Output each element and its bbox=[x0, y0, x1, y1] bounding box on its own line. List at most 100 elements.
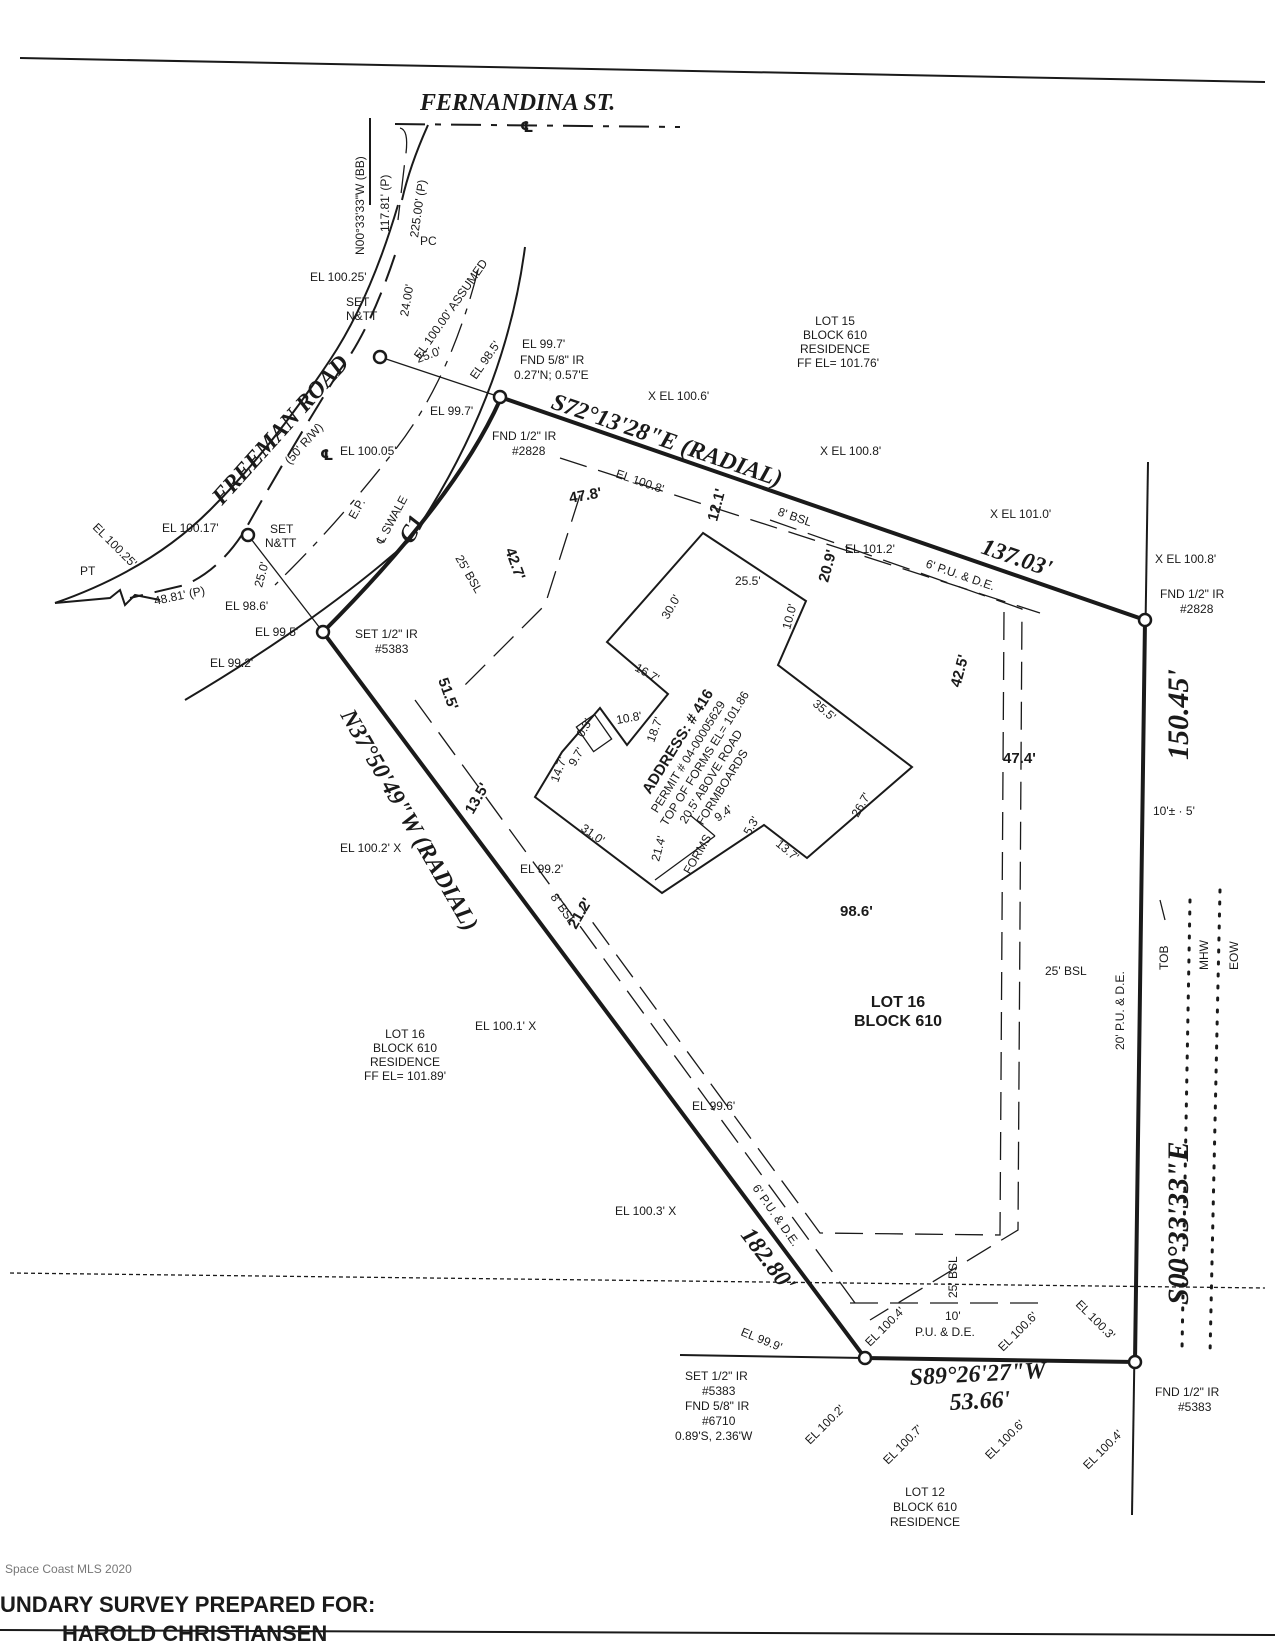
elev-e12: X EL 100.6' bbox=[648, 389, 709, 403]
elev-e26: EL 100.3' bbox=[1073, 1297, 1118, 1342]
bsl-25-east-label: 25' BSL bbox=[1045, 964, 1087, 978]
fernandina-arc bbox=[401, 124, 429, 201]
house-forms-outline bbox=[533, 531, 914, 895]
fnd-ne-bottom-label: FND 1/2" IR#2828 bbox=[492, 429, 557, 458]
survey-subtitle: HAROLD CHRISTIANSEN bbox=[62, 1621, 327, 1643]
porch-rect bbox=[575, 713, 613, 753]
elev-e23: EL 99.9' bbox=[739, 1325, 784, 1354]
mhw-label: MHW bbox=[1197, 939, 1211, 970]
set-ir-south-monument bbox=[857, 1350, 873, 1366]
elev-e5: EL 99.7' bbox=[430, 404, 473, 418]
elev-e30: EL 100.4' bbox=[1080, 1427, 1125, 1472]
dist-25b: 25.0' bbox=[251, 560, 271, 588]
south-boundary-bearing: S89°26'27"W bbox=[909, 1358, 1048, 1391]
elev-e16: EL 100.8' bbox=[614, 467, 666, 496]
elev-e29: EL 100.6' bbox=[982, 1417, 1027, 1462]
elev-e13: X EL 100.8' bbox=[820, 444, 881, 458]
elev-e18: EL 100.2' X bbox=[340, 841, 401, 855]
pc-label: PC bbox=[420, 234, 437, 248]
elev-e25: EL 100.6' bbox=[995, 1309, 1040, 1354]
fnd-se-label: FND 1/2" IR#5383 bbox=[1155, 1385, 1220, 1414]
freeman-centerline bbox=[129, 254, 396, 599]
house-dim-30-0: 30.0' bbox=[658, 592, 683, 621]
east-extension-line bbox=[1131, 461, 1149, 1516]
mls-watermark: Space Coast MLS 2020 bbox=[5, 1562, 132, 1576]
set-nail-nw-monument bbox=[372, 349, 388, 365]
eow-dotted-line bbox=[1208, 888, 1222, 1357]
east-boundary-bearing: S00°33'33"E bbox=[1162, 1141, 1195, 1305]
eow-label: EOW bbox=[1227, 941, 1241, 970]
bsl-25-south-label: 25' BSL bbox=[946, 1256, 960, 1298]
pud-10-south-label: 10'P.U. & D.E. bbox=[915, 1309, 975, 1339]
pt-label: PT bbox=[80, 564, 96, 578]
freeman-centerline-symbol: ℄ bbox=[320, 447, 333, 464]
mhw-dotted-line bbox=[1180, 898, 1192, 1352]
west-boundary-bearing: N37°50'49"W (RADIAL) bbox=[334, 704, 483, 935]
fnd-east-label: FND 1/2" IR#2828 bbox=[1160, 587, 1225, 616]
freeman-row-outer bbox=[54, 204, 399, 604]
elev-e21: EL 99.6' bbox=[692, 1099, 735, 1113]
fernandina-curve-dash bbox=[397, 127, 408, 221]
house-dim-21-4: 21.4' bbox=[648, 834, 668, 862]
elev-e11: EL 99.2' bbox=[210, 656, 253, 670]
radial-tie-south bbox=[247, 534, 324, 633]
bsl-8-north-label: 8' BSL bbox=[776, 505, 814, 530]
dist-117: 117.81' (P) bbox=[378, 175, 392, 232]
elev-e20: EL 100.1' X bbox=[475, 1019, 536, 1033]
house-dim-31-0: 31.0' bbox=[578, 821, 607, 847]
set-west-label: SET 1/2" IR#5383 bbox=[355, 627, 418, 656]
elev-e27: EL 100.2' bbox=[802, 1402, 847, 1447]
dim-42-7: 42.7' bbox=[501, 546, 528, 583]
elev-e4: EL 99.7' bbox=[522, 337, 565, 351]
water-offset-label: 10'± · 5' bbox=[1153, 804, 1195, 818]
elev-e10: EL 99.5' bbox=[255, 625, 298, 639]
elev-e15: X EL 100.8' bbox=[1155, 552, 1216, 566]
curve-c1-boundary bbox=[321, 399, 502, 634]
centerline-symbol: ℄ bbox=[520, 119, 533, 136]
north-boundary-bearing: S72°13'28"E (RADIAL) bbox=[548, 389, 786, 492]
house-dim-10-8: 10.8' bbox=[615, 709, 643, 727]
dist-24: 24.00' bbox=[397, 283, 416, 317]
elev-e19: EL 99.2' bbox=[520, 862, 563, 876]
forms-inner-line-2 bbox=[689, 814, 716, 837]
fernandina-street-label: FERNANDINA ST. bbox=[419, 90, 615, 116]
south-extension-line bbox=[679, 1354, 866, 1359]
pud-6-west-line bbox=[414, 699, 856, 1304]
bearing-north-cl: N00°33'33"W (BB) bbox=[353, 156, 367, 255]
pud-20-east-label: 20' P.U. & D.E. bbox=[1113, 971, 1127, 1050]
dim-12-1: 12.1' bbox=[704, 487, 729, 523]
dim-13-5: 13.5' bbox=[462, 780, 493, 817]
elev-e7: EL 100.17' bbox=[162, 521, 219, 535]
swale-line bbox=[274, 269, 479, 586]
house-dim-5-3: 5.3' bbox=[740, 814, 762, 837]
elev-e14: X EL 101.0' bbox=[990, 507, 1051, 521]
fnd-ir-east-monument bbox=[1137, 612, 1153, 628]
dim-51-5: 51.5' bbox=[434, 676, 461, 713]
ep-label: E.P. bbox=[345, 496, 368, 521]
house-dim-10-0: 10.0' bbox=[779, 602, 799, 630]
house-dim-25-5: 25.5' bbox=[735, 574, 761, 588]
elev-e9: EL 98.6' bbox=[225, 599, 268, 613]
south-boundary-distance: 53.66' bbox=[949, 1387, 1011, 1416]
house-dim-35-5: 35.5' bbox=[810, 697, 839, 724]
elev-e28: EL 100.7' bbox=[880, 1422, 925, 1467]
tob-label: TOB bbox=[1157, 946, 1171, 970]
dim-47-4: 47.4' bbox=[1003, 750, 1036, 767]
elev-e6: EL 100.05' bbox=[340, 444, 397, 458]
house-dim-16-7: 16.7' bbox=[633, 660, 662, 685]
dim-42-5: 42.5' bbox=[947, 653, 972, 689]
east-boundary-distance: 150.45' bbox=[1162, 669, 1195, 760]
bsl-25-west-label: 25' BSL bbox=[452, 553, 485, 596]
set-nail-sw-monument bbox=[240, 527, 256, 543]
fnd-ir-se-monument bbox=[1127, 1354, 1143, 1370]
house-dim-13-7: 13.7' bbox=[773, 837, 802, 864]
